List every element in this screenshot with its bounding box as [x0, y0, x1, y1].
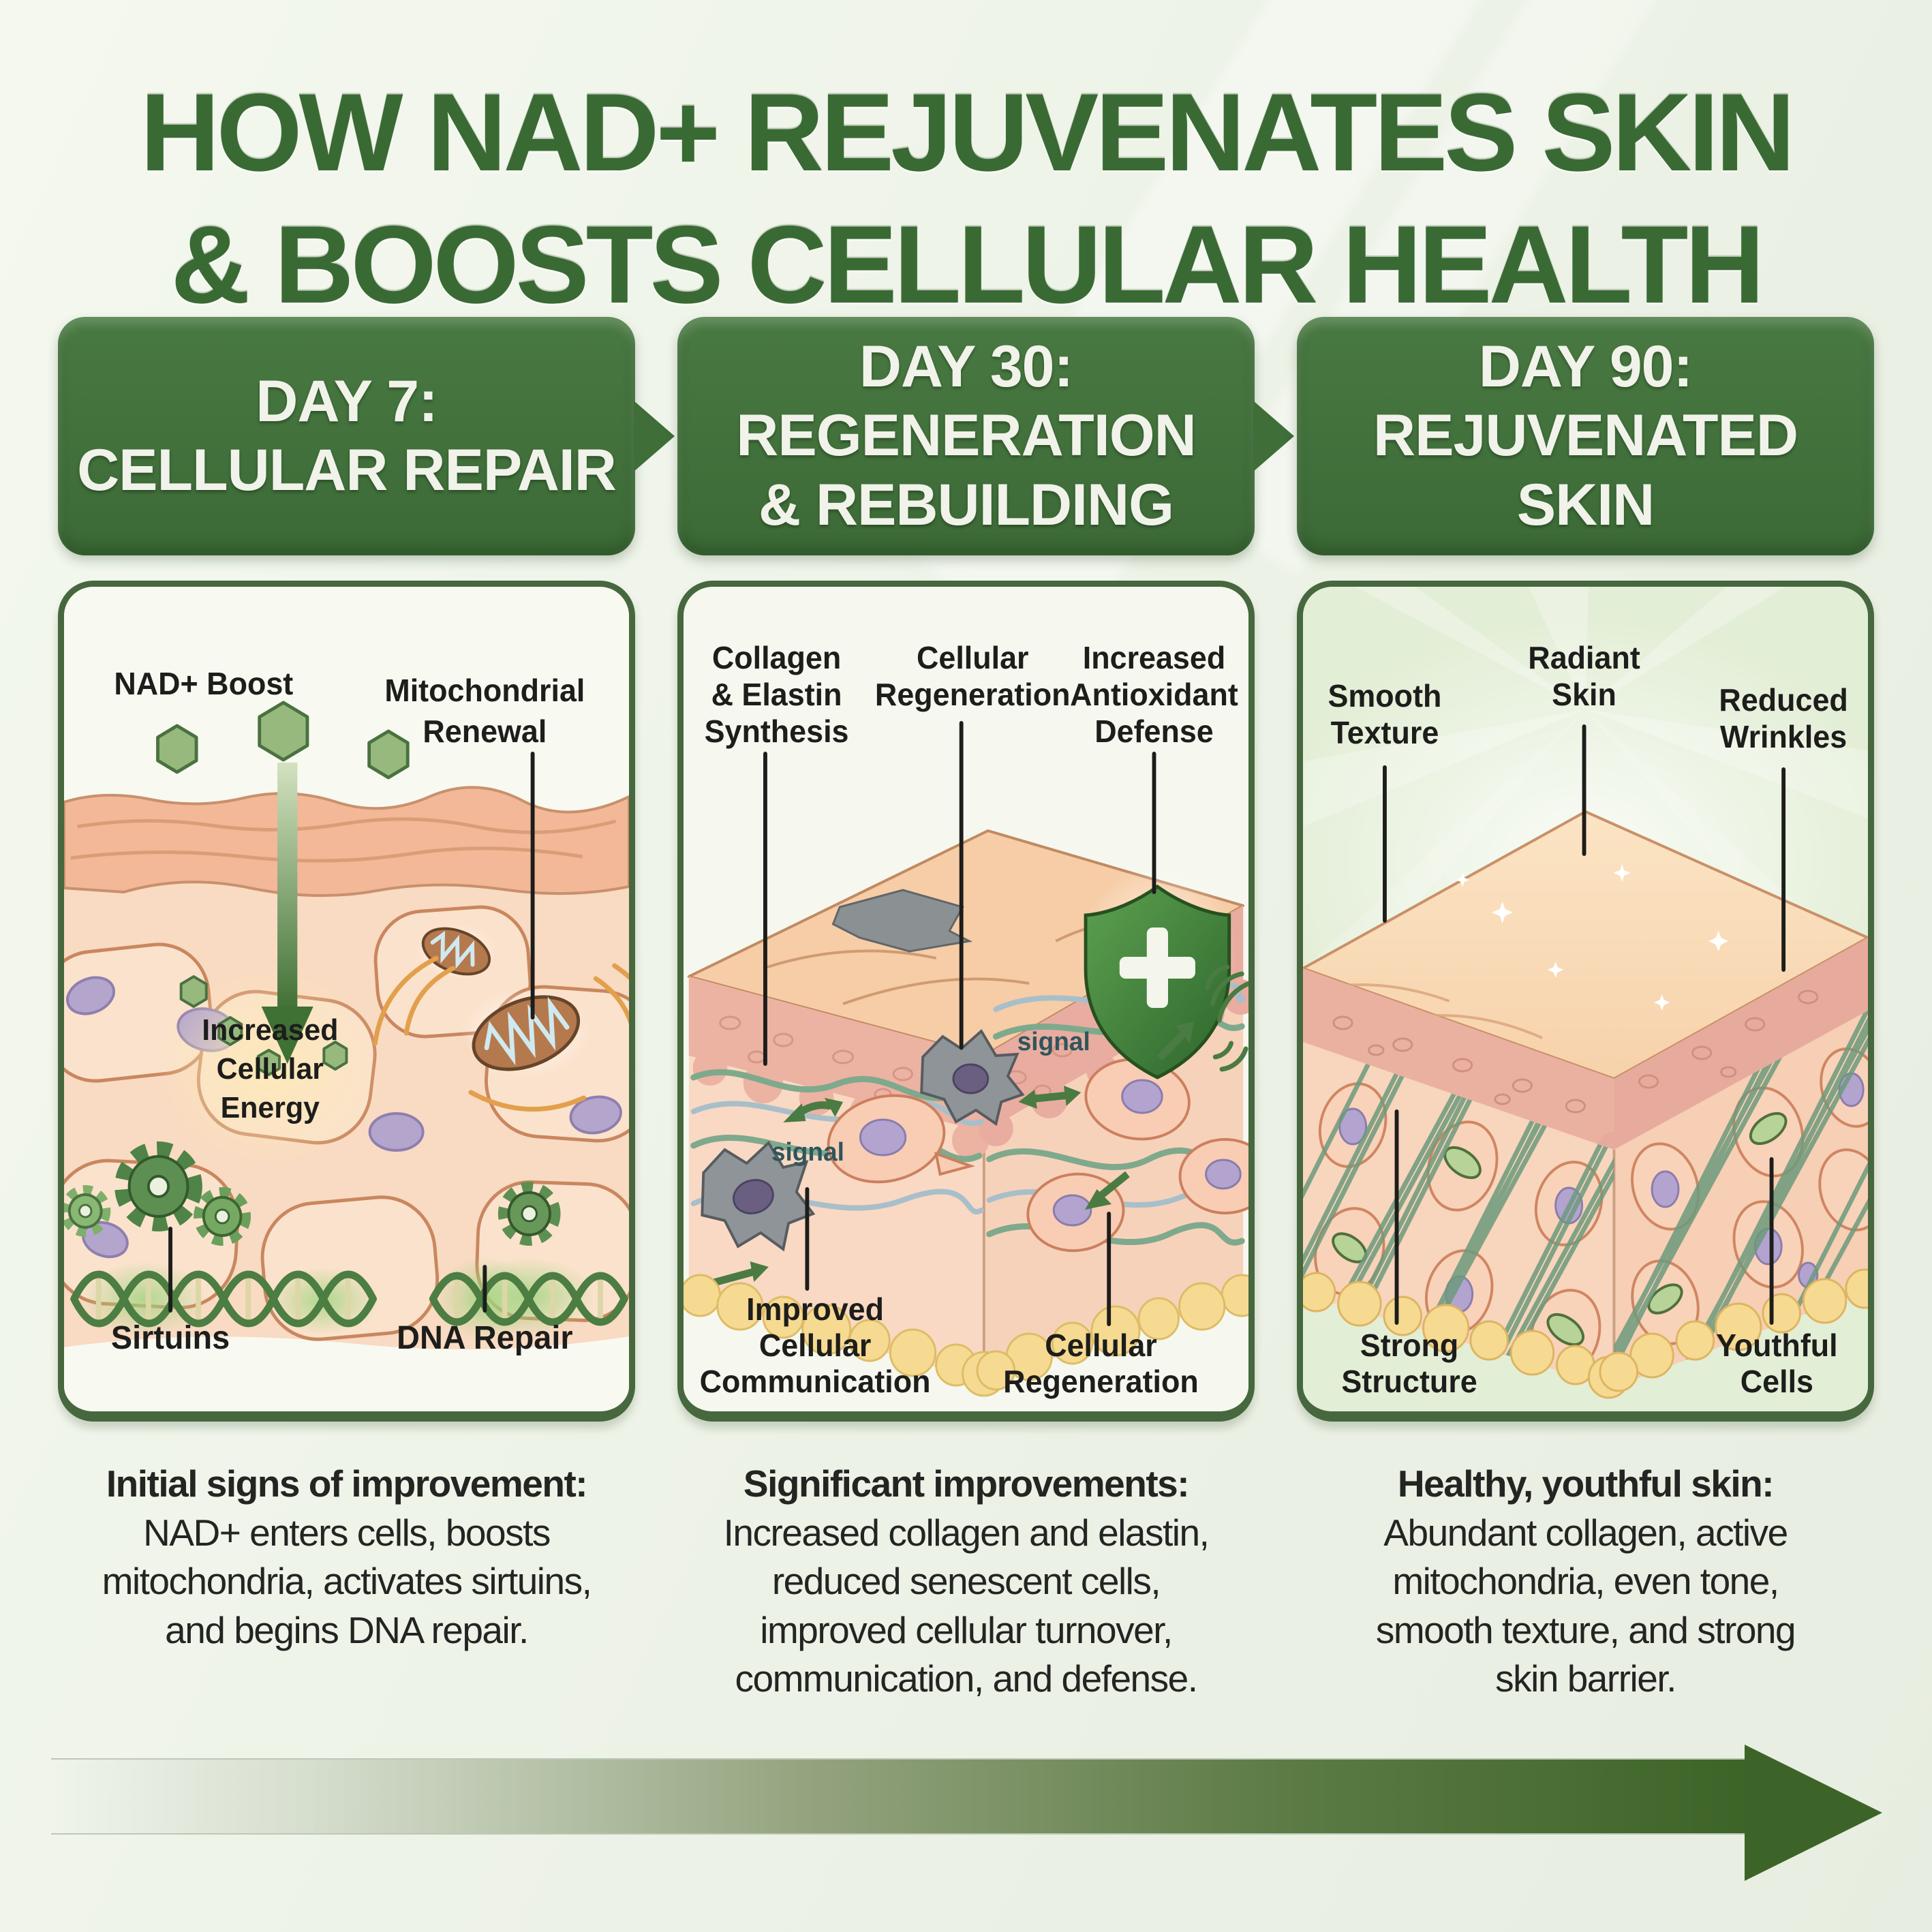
banner-day30: DAY 30: REGENERATION & REBUILDING [677, 317, 1255, 555]
description-day90-line: skin barrier. [1495, 1657, 1676, 1700]
banner-day30-line1: DAY 30: [859, 333, 1073, 399]
label-skin: Skin [1552, 677, 1616, 712]
label-radiant: Radiant [1528, 640, 1640, 675]
mitochondrion-icon [414, 924, 497, 979]
mitochondrion-icon [1647, 1111, 1788, 1315]
fat-layer [1303, 1268, 1868, 1399]
nad-molecule-icons [156, 701, 410, 1076]
panel-day30: Collagen & Elastin Synthesis Cellular Re… [677, 581, 1255, 1422]
label-energy: Energy [221, 1092, 320, 1125]
regenerating-cells [827, 1058, 1248, 1253]
label-improved: Improved [746, 1291, 884, 1327]
banner-day90-line2: REJUVENATED [1373, 403, 1798, 469]
label-reduced: Reduced [1719, 682, 1847, 718]
description-day30-line: reduced senescent cells, [771, 1560, 1161, 1602]
description-day7-line: and begins DNA repair. [165, 1608, 529, 1651]
banner-day90-line1: DAY 90: [1478, 333, 1693, 399]
banner-day7: DAY 7: CELLULAR REPAIR [58, 317, 635, 555]
label-mitochondrial: Mitochondrial [384, 673, 585, 708]
description-day7-heading: Initial signs of improvement: [106, 1462, 588, 1505]
dna-helix-icon [70, 1257, 628, 1341]
label-antioxidant: Antioxidant [1070, 677, 1238, 712]
description-day90-line: mitochondria, even tone, [1392, 1560, 1779, 1602]
description-day30: Significant improvements: Increased coll… [677, 1460, 1255, 1704]
label-dna-repair: DNA Repair [397, 1319, 572, 1356]
label-communication: Communication [700, 1364, 931, 1399]
panel-day90: Smooth Texture Radiant Skin Reduced Wrin… [1297, 581, 1874, 1422]
gear-icon [194, 1187, 251, 1246]
label-sirtuins: Sirtuins [111, 1319, 230, 1356]
day7-illustration: NAD+ Boost Mitochondrial Renewal Increas… [64, 587, 629, 1411]
label-cellular-regen-2: Regeneration [1003, 1364, 1199, 1399]
label-nad-boost: NAD+ Boost [114, 666, 293, 701]
timeline-arrow-icon [1745, 1745, 1882, 1881]
communication-arrows [710, 1022, 1195, 1287]
illustration-row: NAD+ Boost Mitochondrial Renewal Increas… [58, 581, 1874, 1422]
description-day90-line: smooth texture, and strong [1375, 1608, 1796, 1651]
label-cellular: Cellular [217, 1053, 324, 1086]
label-defense: Defense [1094, 714, 1214, 749]
antioxidant-shield-icon [1077, 863, 1238, 1079]
label-signal-right: signal [1017, 1027, 1090, 1056]
gear-icon [64, 1185, 111, 1237]
label-cellular-top: Cellular [917, 640, 1029, 675]
gear-icon [114, 1141, 202, 1231]
label-synthesis: Synthesis [705, 714, 849, 749]
day30-illustration: Collagen & Elastin Synthesis Cellular Re… [684, 587, 1248, 1411]
damaged-patch [831, 889, 973, 953]
sparkle-icons [1456, 864, 1729, 1011]
stage-banner-row: DAY 7: CELLULAR REPAIR DAY 30: REGENERAT… [58, 317, 1874, 555]
label-smooth: Smooth [1328, 678, 1442, 714]
label-youthful: Youthful [1716, 1328, 1838, 1363]
gear-icon [497, 1182, 561, 1246]
label-cellular-bottom: Cellular [759, 1328, 872, 1363]
label-structure: Structure [1341, 1364, 1477, 1399]
banner-day30-line2: REGENERATION [736, 403, 1196, 469]
signal-waves-icon [1205, 964, 1248, 1072]
senescent-cell-icons [701, 1028, 1025, 1252]
label-collagen: Collagen [712, 640, 841, 675]
description-day30-heading: Significant improvements: [743, 1462, 1190, 1505]
description-day7-line: mitochondria, activates sirtuins, [102, 1560, 592, 1602]
page-title-line1: HOW NAD+ REJUVENATES SKIN [140, 71, 1796, 194]
banner-day7-line1: DAY 7: [256, 368, 438, 434]
sirtuin-gear-icons [64, 1141, 561, 1246]
panel-day7: NAD+ Boost Mitochondrial Renewal Increas… [58, 581, 635, 1422]
fat-layer [684, 1274, 1248, 1397]
label-texture: Texture [1331, 715, 1439, 750]
label-cellular-regen-1: Cellular [1045, 1328, 1157, 1363]
day90-illustration: Smooth Texture Radiant Skin Reduced Wrin… [1303, 587, 1868, 1411]
page-title-line2: & BOOSTS CELLULAR HEALTH [170, 203, 1765, 327]
boost-arrow-icon [261, 763, 313, 1064]
label-elastin: & Elastin [711, 677, 842, 712]
label-wrinkles: Wrinkles [1720, 719, 1847, 754]
description-day30-line: communication, and defense. [735, 1657, 1199, 1700]
page-title: HOW NAD+ REJUVENATES SKIN & BOOSTS CELLU… [0, 67, 1932, 332]
description-day90-line: Abundant collagen, active [1383, 1511, 1788, 1554]
skin-surface-band [64, 786, 629, 898]
label-increased: Increased [202, 1014, 338, 1047]
label-renewal: Renewal [423, 714, 547, 749]
label-strong: Strong [1360, 1328, 1459, 1363]
description-day30-line: improved cellular turnover, [760, 1608, 1173, 1651]
mitochondrion-renewed-icon [373, 955, 629, 1112]
description-day7: Initial signs of improvement: NAD+ enter… [58, 1460, 635, 1704]
description-day7-line: NAD+ enters cells, boosts [143, 1511, 551, 1554]
mitochondrion-icon [1332, 1146, 1584, 1347]
banner-day7-line2: CELLULAR REPAIR [77, 438, 617, 503]
label-signal-left: signal [771, 1137, 844, 1167]
label-increased-antiox: Increased [1083, 640, 1225, 675]
banner-day90: DAY 90: REJUVENATED SKIN [1297, 317, 1874, 555]
description-day90-heading: Healthy, youthful skin: [1397, 1462, 1775, 1505]
description-day90: Healthy, youthful skin: Abundant collage… [1297, 1460, 1874, 1704]
timeline-arrow-body [51, 1760, 1746, 1833]
label-cells: Cells [1741, 1364, 1813, 1399]
banner-day30-line3: & REBUILDING [758, 472, 1174, 538]
label-regeneration-top: Regeneration [875, 677, 1071, 712]
description-day30-line: Increased collagen and elastin, [723, 1511, 1210, 1554]
banner-day90-line3: SKIN [1516, 472, 1655, 538]
description-row: Initial signs of improvement: NAD+ enter… [58, 1460, 1874, 1704]
